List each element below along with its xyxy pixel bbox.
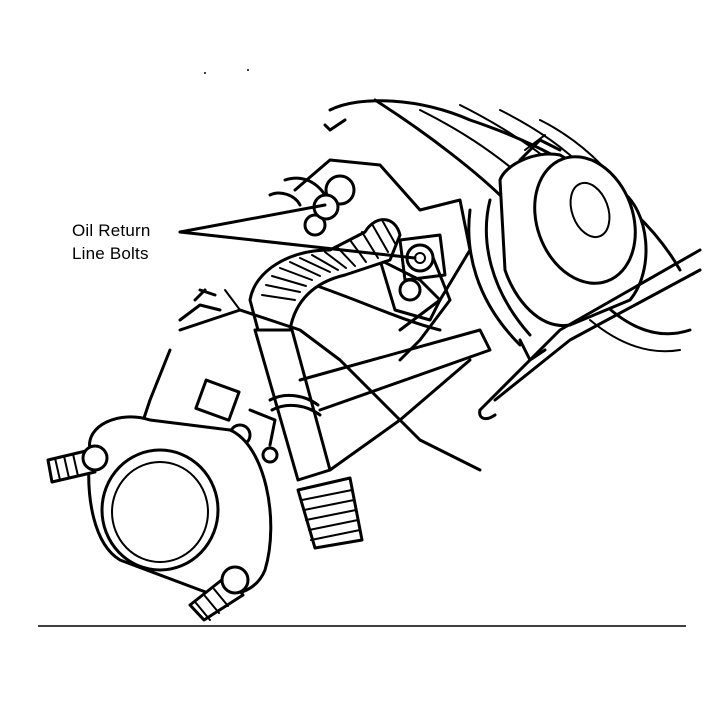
callout-label-line-2: Line Bolts (72, 244, 149, 263)
stud-left (46, 444, 109, 484)
stud-bottom (188, 565, 250, 622)
oil-return-hose (248, 218, 402, 550)
pulley-assembly (467, 134, 648, 347)
support-bracket (478, 248, 702, 421)
callout-leader-lines (178, 203, 417, 260)
mounting-arm (138, 288, 492, 472)
flange-housing (46, 415, 273, 622)
callout-label-line-1: Oil Return (72, 221, 151, 240)
oil-return-line-bolts (312, 193, 447, 282)
